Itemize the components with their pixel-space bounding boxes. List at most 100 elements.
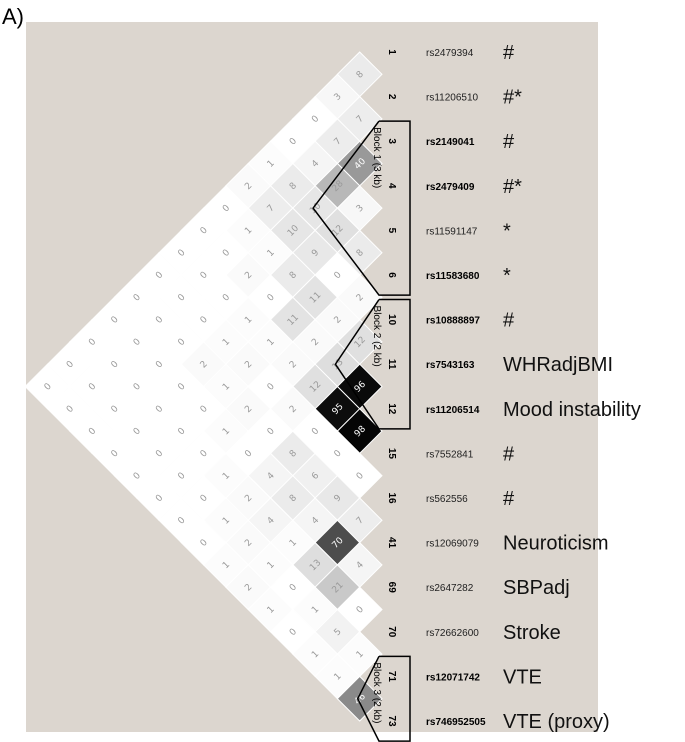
ld-cell-value: 0 xyxy=(243,448,254,459)
ld-cell-value: 0 xyxy=(110,315,121,326)
snp-annotation: # xyxy=(503,488,515,510)
haplotype-block-outline xyxy=(312,120,411,296)
snp-annotation: VTE (proxy) xyxy=(503,711,610,733)
ld-cell-value: 4 xyxy=(310,515,321,526)
ld-cell-value: 0 xyxy=(87,381,98,392)
ld-cell-value: 0 xyxy=(176,381,187,392)
snp-index: 6 xyxy=(386,272,397,278)
ld-cell-value: 0 xyxy=(65,359,76,370)
snp-rsid: rs2149041 xyxy=(426,137,475,148)
ld-cell-value: 0 xyxy=(132,426,143,437)
haplotype-block-label: Block 3 (2 kb) xyxy=(371,662,382,723)
haplotype-block-outline xyxy=(356,655,411,742)
ld-cell-value: 2 xyxy=(310,337,321,348)
ld-blocks: Block 1 (3 kb)Block 2 (2 kb)Block 3 (2 k… xyxy=(312,120,411,742)
ld-cell-value: 0 xyxy=(199,448,210,459)
ld-cell-value: 1 xyxy=(221,560,232,571)
ld-cell-value: 2 xyxy=(243,538,254,549)
panel-label: A) xyxy=(2,4,24,29)
ld-cell-value: 2 xyxy=(243,582,254,593)
ld-cell-value: 2 xyxy=(243,493,254,504)
ld-cell-value: 0 xyxy=(310,426,321,437)
snp-index: 15 xyxy=(386,448,397,460)
ld-cell-value: 1 xyxy=(288,538,299,549)
snp-index: 3 xyxy=(386,138,397,144)
ld-cell-value: 0 xyxy=(288,136,299,147)
ld-cell-value: 1 xyxy=(266,159,277,170)
ld-cell-value: 6 xyxy=(310,471,321,482)
ld-cell-value: 0 xyxy=(132,292,143,303)
ld-cell-value: 7 xyxy=(266,203,277,214)
ld-cell-value: 1 xyxy=(266,560,277,571)
ld-cell-value: 1 xyxy=(333,672,344,683)
ld-cell-value: 0 xyxy=(221,292,232,303)
ld-cell-value: 9 xyxy=(310,248,321,259)
snp-rsid: rs12069079 xyxy=(426,539,479,550)
ld-cell-value: 2 xyxy=(243,359,254,370)
snp-annotation: # xyxy=(503,310,515,332)
ld-cell-value: 1 xyxy=(221,471,232,482)
ld-cell-value: 0 xyxy=(132,337,143,348)
ld-cell-value: 0 xyxy=(154,315,165,326)
snp-rsid: rs11206514 xyxy=(426,405,480,416)
ld-cell-value: 0 xyxy=(65,404,76,415)
ld-cell-value: 0 xyxy=(355,471,366,482)
snp-annotation: # xyxy=(503,42,515,64)
snp-rsid: rs72662600 xyxy=(426,628,479,639)
ld-cell-value: 7 xyxy=(355,515,366,526)
snp-annotation: SBPadj xyxy=(503,577,570,599)
ld-cell-value: 0 xyxy=(176,248,187,259)
ld-cell-value: 0 xyxy=(199,270,210,281)
ld-cell-value: 0 xyxy=(221,203,232,214)
snp-rsid: rs11583680 xyxy=(426,271,480,282)
snp-rsid: rs10888897 xyxy=(426,316,480,327)
snp-annotation: Neuroticism xyxy=(503,533,609,555)
ld-cell-value: 0 xyxy=(110,404,121,415)
ld-cell-value: 0 xyxy=(266,381,277,392)
ld-cell-value: 4 xyxy=(310,158,321,169)
ld-cell-value: 1 xyxy=(243,315,254,326)
snp-index: 5 xyxy=(386,228,397,234)
ld-cell-value: 0 xyxy=(310,114,321,125)
ld-cell-value: 8 xyxy=(288,493,299,504)
snp-annotation: Stroke xyxy=(503,622,561,644)
ld-cell-value: 0 xyxy=(176,515,187,526)
ld-cell-value: 0 xyxy=(199,538,210,549)
haplotype-block-label: Block 1 (3 kb) xyxy=(371,127,382,188)
ld-cell-value: 4 xyxy=(266,515,277,526)
snp-annotation: #* xyxy=(503,87,522,109)
ld-cell-value: 0 xyxy=(266,292,277,303)
ld-cell-value: 0 xyxy=(154,493,165,504)
ld-cell-value: 1 xyxy=(221,382,232,393)
ld-cell-value: 0 xyxy=(355,604,366,615)
snp-rsid: rs746952505 xyxy=(426,717,486,728)
ld-cell-value: 0 xyxy=(87,337,98,348)
ld-cell-value: 0 xyxy=(110,448,121,459)
ld-cell-value: 0 xyxy=(333,448,344,459)
ld-cell-value: 3 xyxy=(333,92,344,103)
ld-cell-value: 8 xyxy=(288,181,299,192)
ld-cell-value: 8 xyxy=(355,248,366,259)
ld-cell-value: 2 xyxy=(199,359,210,370)
ld-cell-value: 0 xyxy=(199,315,210,326)
ld-cell-value: 0 xyxy=(154,404,165,415)
snp-annotation: # xyxy=(503,131,515,153)
ld-cell-value: 4 xyxy=(266,471,277,482)
ld-cell-value: 7 xyxy=(333,136,344,147)
ld-cell-value: 0 xyxy=(176,471,187,482)
ld-cell-value: 8 xyxy=(288,270,299,281)
snp-rsid: rs7552841 xyxy=(426,449,474,460)
ld-cell-value: 0 xyxy=(154,270,165,281)
ld-cell-value: 0 xyxy=(154,359,165,370)
ld-cell-value: 0 xyxy=(199,493,210,504)
ld-cell-value: 0 xyxy=(132,471,143,482)
snp-rsid: rs2479394 xyxy=(426,48,474,59)
ld-cell-value: 8 xyxy=(355,69,366,80)
ld-cell-value: 1 xyxy=(221,426,232,437)
ld-cell-value: 0 xyxy=(154,448,165,459)
ld-cell-value: 9 xyxy=(333,493,344,504)
snp-index: 11 xyxy=(386,359,397,370)
snp-rsid: rs2647282 xyxy=(426,583,474,594)
ld-cell xyxy=(336,675,383,722)
